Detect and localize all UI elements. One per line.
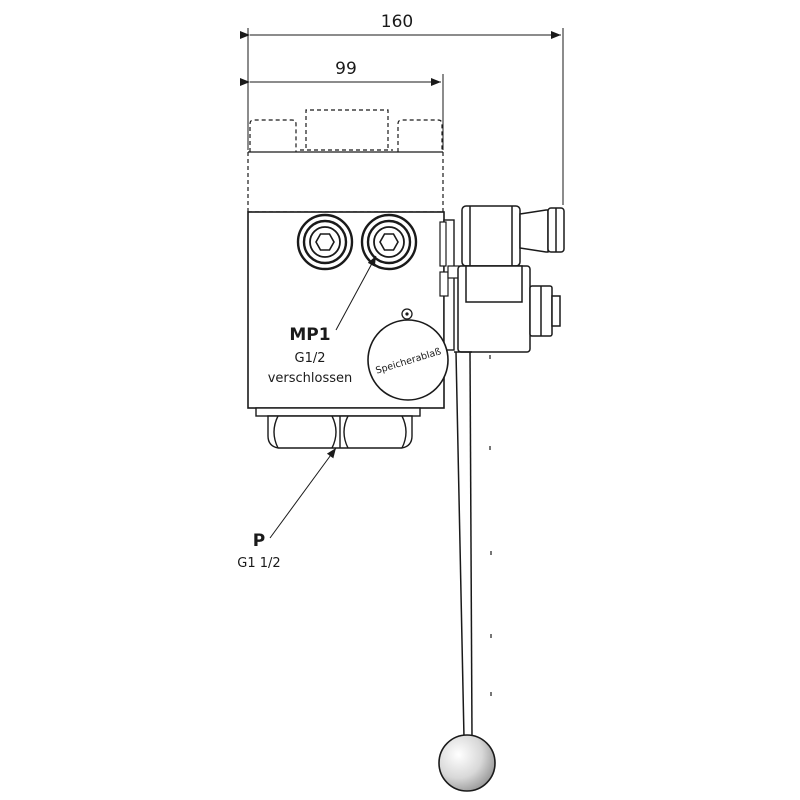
- top-cap-left: [249, 119, 297, 152]
- port-p-nut-face-mid: [331, 415, 349, 449]
- lever-rod-left: [455, 351, 465, 739]
- top-cap-right: [397, 119, 443, 152]
- dimension-label-99: 99: [335, 59, 357, 79]
- port-p-nut-face-left: [273, 415, 279, 449]
- right-mounting-tab-lower: [439, 271, 449, 297]
- solenoid-coil-band: [465, 265, 523, 303]
- label-mp1-thread: G1/2: [295, 351, 326, 366]
- port-plug-mp1: [360, 213, 418, 271]
- tag-screw-center: [405, 312, 409, 316]
- solenoid-armature-pin: [551, 295, 561, 327]
- top-hidden-parts: [247, 109, 444, 213]
- port-p-flange: [255, 407, 421, 417]
- solenoid-connector: [457, 205, 565, 353]
- lever-rod-right: [469, 351, 473, 739]
- port-p-fitting: [255, 407, 421, 449]
- leader-mp1: [335, 255, 377, 331]
- dimension-block: [240, 74, 444, 150]
- leader-p: [269, 447, 337, 539]
- right-mounting-tab: [439, 221, 447, 267]
- accumulator-release-tag: [367, 319, 449, 401]
- release-lever: [454, 351, 473, 739]
- lever-swing-path: [489, 355, 492, 696]
- label-mp1-note: verschlossen: [268, 371, 353, 386]
- lever-knob: [438, 734, 496, 792]
- connector-cable-gland: [519, 209, 549, 253]
- top-cap-center: [305, 109, 389, 148]
- label-p: P: [253, 531, 265, 551]
- label-p-thread: G1 1/2: [237, 556, 280, 571]
- port-p-nut-face-right: [401, 415, 407, 449]
- dimension-label-160: 160: [381, 12, 413, 32]
- port-plug-left: [296, 213, 354, 271]
- label-mp1: MP1: [289, 325, 330, 345]
- dimension-overall: [240, 28, 564, 205]
